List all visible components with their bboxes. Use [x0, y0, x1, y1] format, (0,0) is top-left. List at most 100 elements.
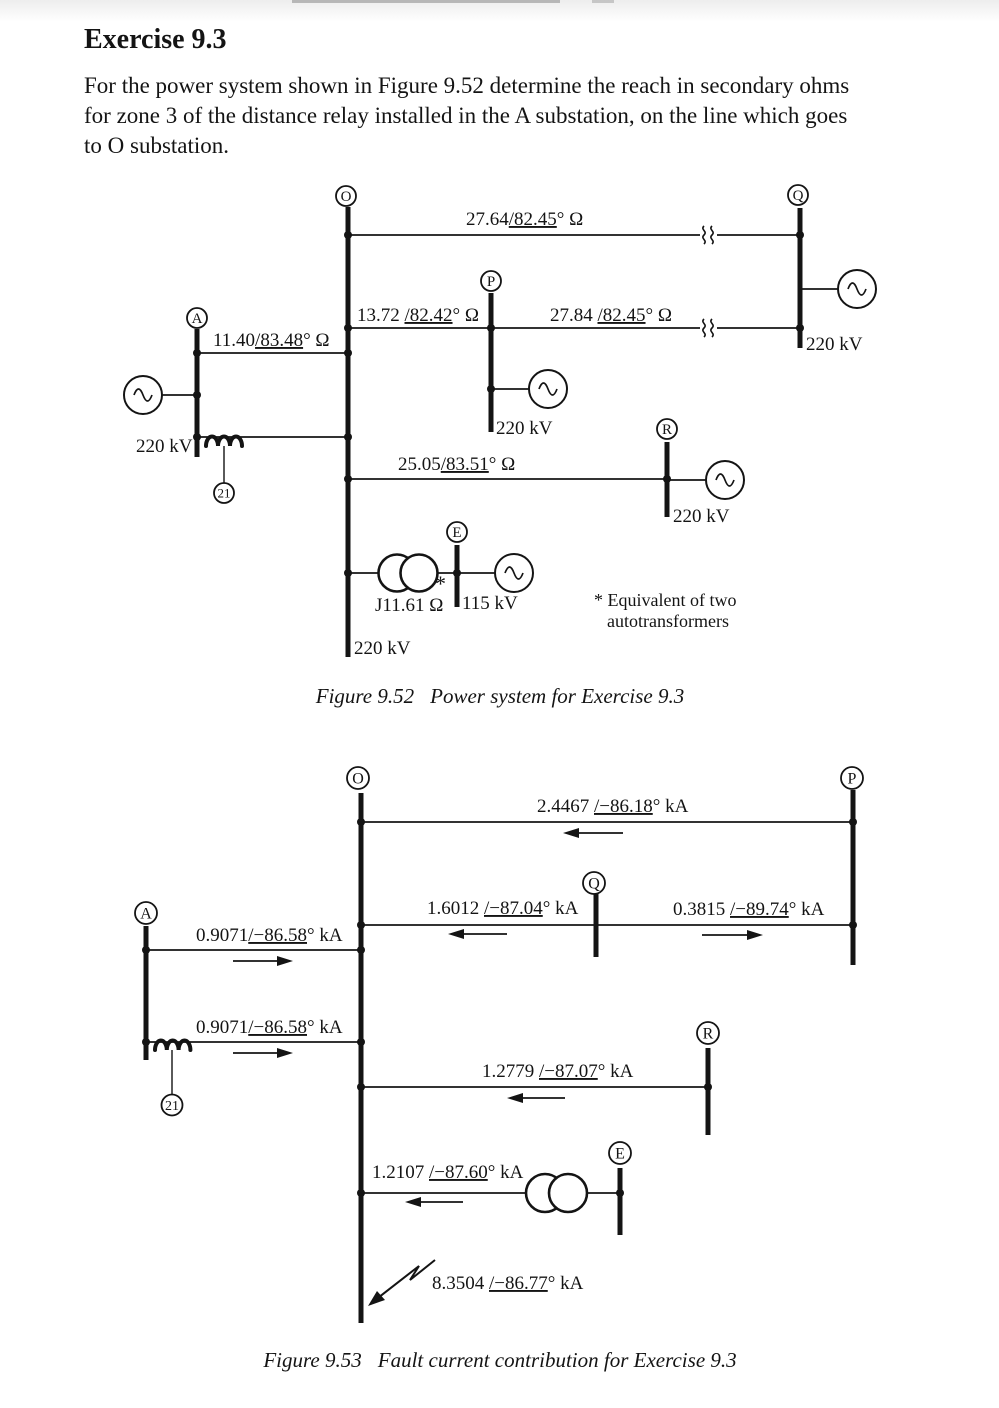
flow-arrow-left	[563, 828, 623, 838]
junction-dot	[193, 349, 201, 357]
body-line: to O substation.	[84, 133, 230, 158]
asterisk-mark: *	[435, 571, 446, 596]
bus-label-r: R	[656, 418, 678, 440]
body-line: For the power system shown in Figure 9.5…	[84, 73, 850, 98]
generator-icon-p	[528, 369, 568, 409]
junction-dot	[616, 1189, 624, 1197]
current-label-ao-top: 0.9071/−86.58° kA	[196, 925, 343, 946]
current-label-ro: 1.2779 /−87.07° kA	[482, 1061, 634, 1082]
bus-label-e: E	[608, 1141, 632, 1165]
relay-number: 21	[218, 486, 231, 501]
generator-icon-e	[494, 553, 534, 593]
junction-dot	[453, 569, 461, 577]
scan-artifact	[292, 0, 560, 3]
footnote-line-2: autotransformers	[607, 611, 729, 631]
figure-9-52: O Q P A R E	[123, 184, 877, 708]
current-label-eo: 1.2107 /−87.60° kA	[372, 1162, 524, 1183]
junction-dot	[344, 569, 352, 577]
voltage-label-a: 220 kV	[136, 436, 193, 457]
junction-dot	[796, 231, 804, 239]
transformer-icon	[524, 1172, 589, 1214]
impedance-label-pq: 27.84 /82.45° Ω	[550, 305, 672, 326]
footnote-line-1: * Equivalent of two	[594, 590, 736, 610]
generator-icon-q	[837, 269, 877, 309]
transformer-impedance-label: J11.61 Ω	[375, 595, 443, 616]
junction-dot	[357, 921, 365, 929]
impedance-label-or: 25.05/83.51° Ω	[398, 454, 515, 475]
distance-relay-21: 21	[160, 1093, 184, 1117]
flow-arrow-left	[507, 1093, 565, 1103]
bus-letter: A	[140, 906, 152, 923]
bus-letter: E	[452, 525, 461, 541]
junction-dot	[487, 385, 495, 393]
bus-label-e: E	[446, 521, 468, 543]
transformer-icon	[377, 553, 439, 593]
voltage-label-r: 220 kV	[673, 506, 730, 527]
junction-dot	[142, 946, 150, 954]
junction-dot	[344, 231, 352, 239]
junction-dot	[849, 921, 857, 929]
junction-dot	[193, 391, 201, 399]
bus-label-o: O	[335, 185, 357, 207]
figure-9-53: O P Q A R E	[134, 766, 864, 1372]
bus-letter: Q	[793, 188, 804, 204]
junction-dot	[487, 324, 495, 332]
junction-dot	[849, 818, 857, 826]
current-label-po: 2.4467 /−86.18° kA	[537, 796, 689, 817]
junction-dot	[704, 1083, 712, 1091]
voltage-label-o: 220 kV	[354, 638, 411, 659]
bus-letter: E	[615, 1146, 625, 1163]
junction-dot	[357, 1189, 365, 1197]
bus-label-a: A	[186, 307, 208, 329]
scan-artifact	[592, 0, 614, 3]
junction-dot	[344, 433, 352, 441]
voltage-label-q: 220 kV	[806, 334, 863, 355]
bus-label-p: P	[480, 270, 502, 292]
junction-dot	[357, 818, 365, 826]
junction-dot	[663, 475, 671, 483]
junction-dot	[357, 1083, 365, 1091]
impedance-label-op: 13.72 /82.42° Ω	[357, 305, 479, 326]
flow-arrow-right	[233, 956, 293, 966]
flow-arrow-right	[233, 1048, 293, 1058]
impedance-label-ao: 11.40/83.48° Ω	[213, 330, 330, 351]
generator-icon-r	[705, 460, 745, 500]
ct-icon	[153, 1038, 193, 1052]
line-break-icon	[700, 318, 717, 338]
bus-label-q: Q	[582, 871, 606, 895]
body-line: for zone 3 of the distance relay install…	[84, 103, 848, 128]
flow-arrow-left	[448, 929, 507, 939]
bus-letter: O	[352, 771, 364, 788]
exercise-title: Exercise 9.3	[84, 24, 227, 55]
distance-relay-21: 21	[213, 482, 235, 504]
page-top-fade	[0, 0, 999, 22]
flow-arrow-left	[405, 1197, 463, 1207]
bus-letter: O	[341, 189, 352, 205]
impedance-label-oq: 27.64/82.45° Ω	[466, 209, 583, 230]
voltage-label-e: 115 kV	[462, 593, 518, 614]
exercise-body: For the power system shown in Figure 9.5…	[84, 71, 849, 161]
generator-icon-a	[123, 375, 163, 415]
bus-label-a: A	[134, 901, 158, 925]
voltage-label-p: 220 kV	[496, 418, 553, 439]
bus-label-p: P	[840, 766, 864, 790]
current-label-fault: 8.3504 /−86.77° kA	[432, 1273, 584, 1294]
current-label-qo: 1.6012 /−87.04° kA	[427, 898, 579, 919]
fault-arrow-icon	[368, 1259, 436, 1306]
junction-dot	[142, 1038, 150, 1046]
bus-letter: Q	[588, 876, 600, 893]
bus-label-q: Q	[787, 184, 809, 206]
bus-letter: R	[662, 422, 672, 438]
junction-dot	[193, 433, 201, 441]
line-break-icon	[700, 225, 717, 245]
current-label-pq: 0.3815 /−89.74° kA	[673, 899, 825, 920]
junction-dot	[357, 1038, 365, 1046]
bus-letter: P	[848, 771, 857, 788]
junction-dot	[796, 324, 804, 332]
bus-label-r: R	[696, 1021, 720, 1045]
bus-label-o: O	[346, 766, 370, 790]
